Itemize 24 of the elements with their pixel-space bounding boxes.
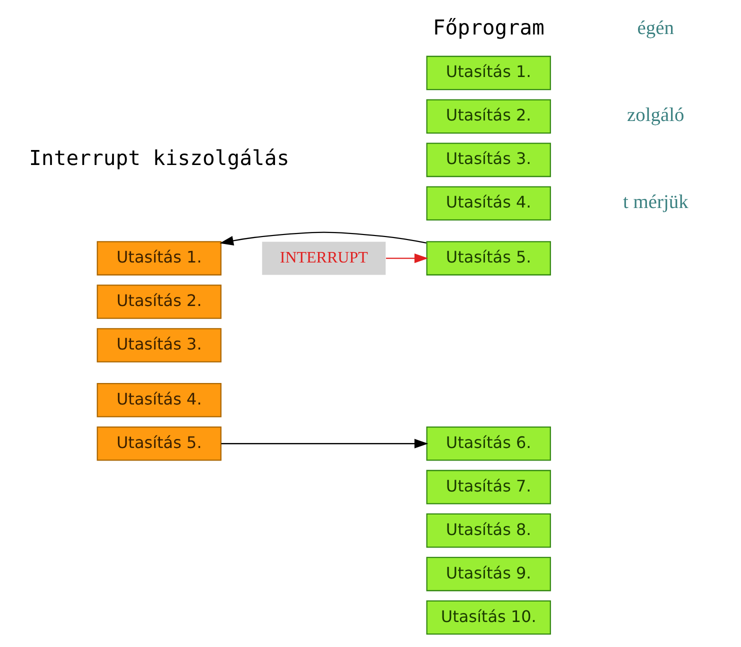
label: t mérjük: [622, 192, 688, 214]
node-box: INTERRUPT: [262, 242, 386, 275]
node-box: Utasítás 1.: [96, 241, 222, 276]
node-box: Utasítás 3.: [96, 328, 222, 362]
node-box: Utasítás 4.: [96, 382, 222, 418]
node-box: Utasítás 5.: [96, 426, 222, 461]
arrow: [220, 232, 426, 246]
node-box: Utasítás 3.: [426, 142, 551, 178]
node-box: Utasítás 4.: [426, 186, 551, 221]
label: Főprogram: [432, 16, 544, 40]
node-box: Utasítás 1.: [426, 56, 551, 90]
node-box: Utasítás 5.: [426, 241, 551, 276]
node-box: Utasítás 2.: [96, 284, 222, 319]
arrow: [221, 438, 428, 448]
node-box: Utasítás 10.: [426, 600, 551, 635]
label: Interrupt kiszolgálás: [29, 146, 290, 170]
node-box: Utasítás 6.: [426, 426, 551, 461]
node-box: Utasítás 2.: [426, 99, 551, 134]
label: zolgáló: [627, 105, 684, 126]
label: égén: [637, 18, 674, 40]
node-box: Utasítás 7.: [426, 470, 551, 504]
node-box: Utasítás 8.: [426, 513, 551, 548]
node-box: Utasítás 9.: [426, 556, 551, 592]
arrow: [386, 253, 428, 264]
